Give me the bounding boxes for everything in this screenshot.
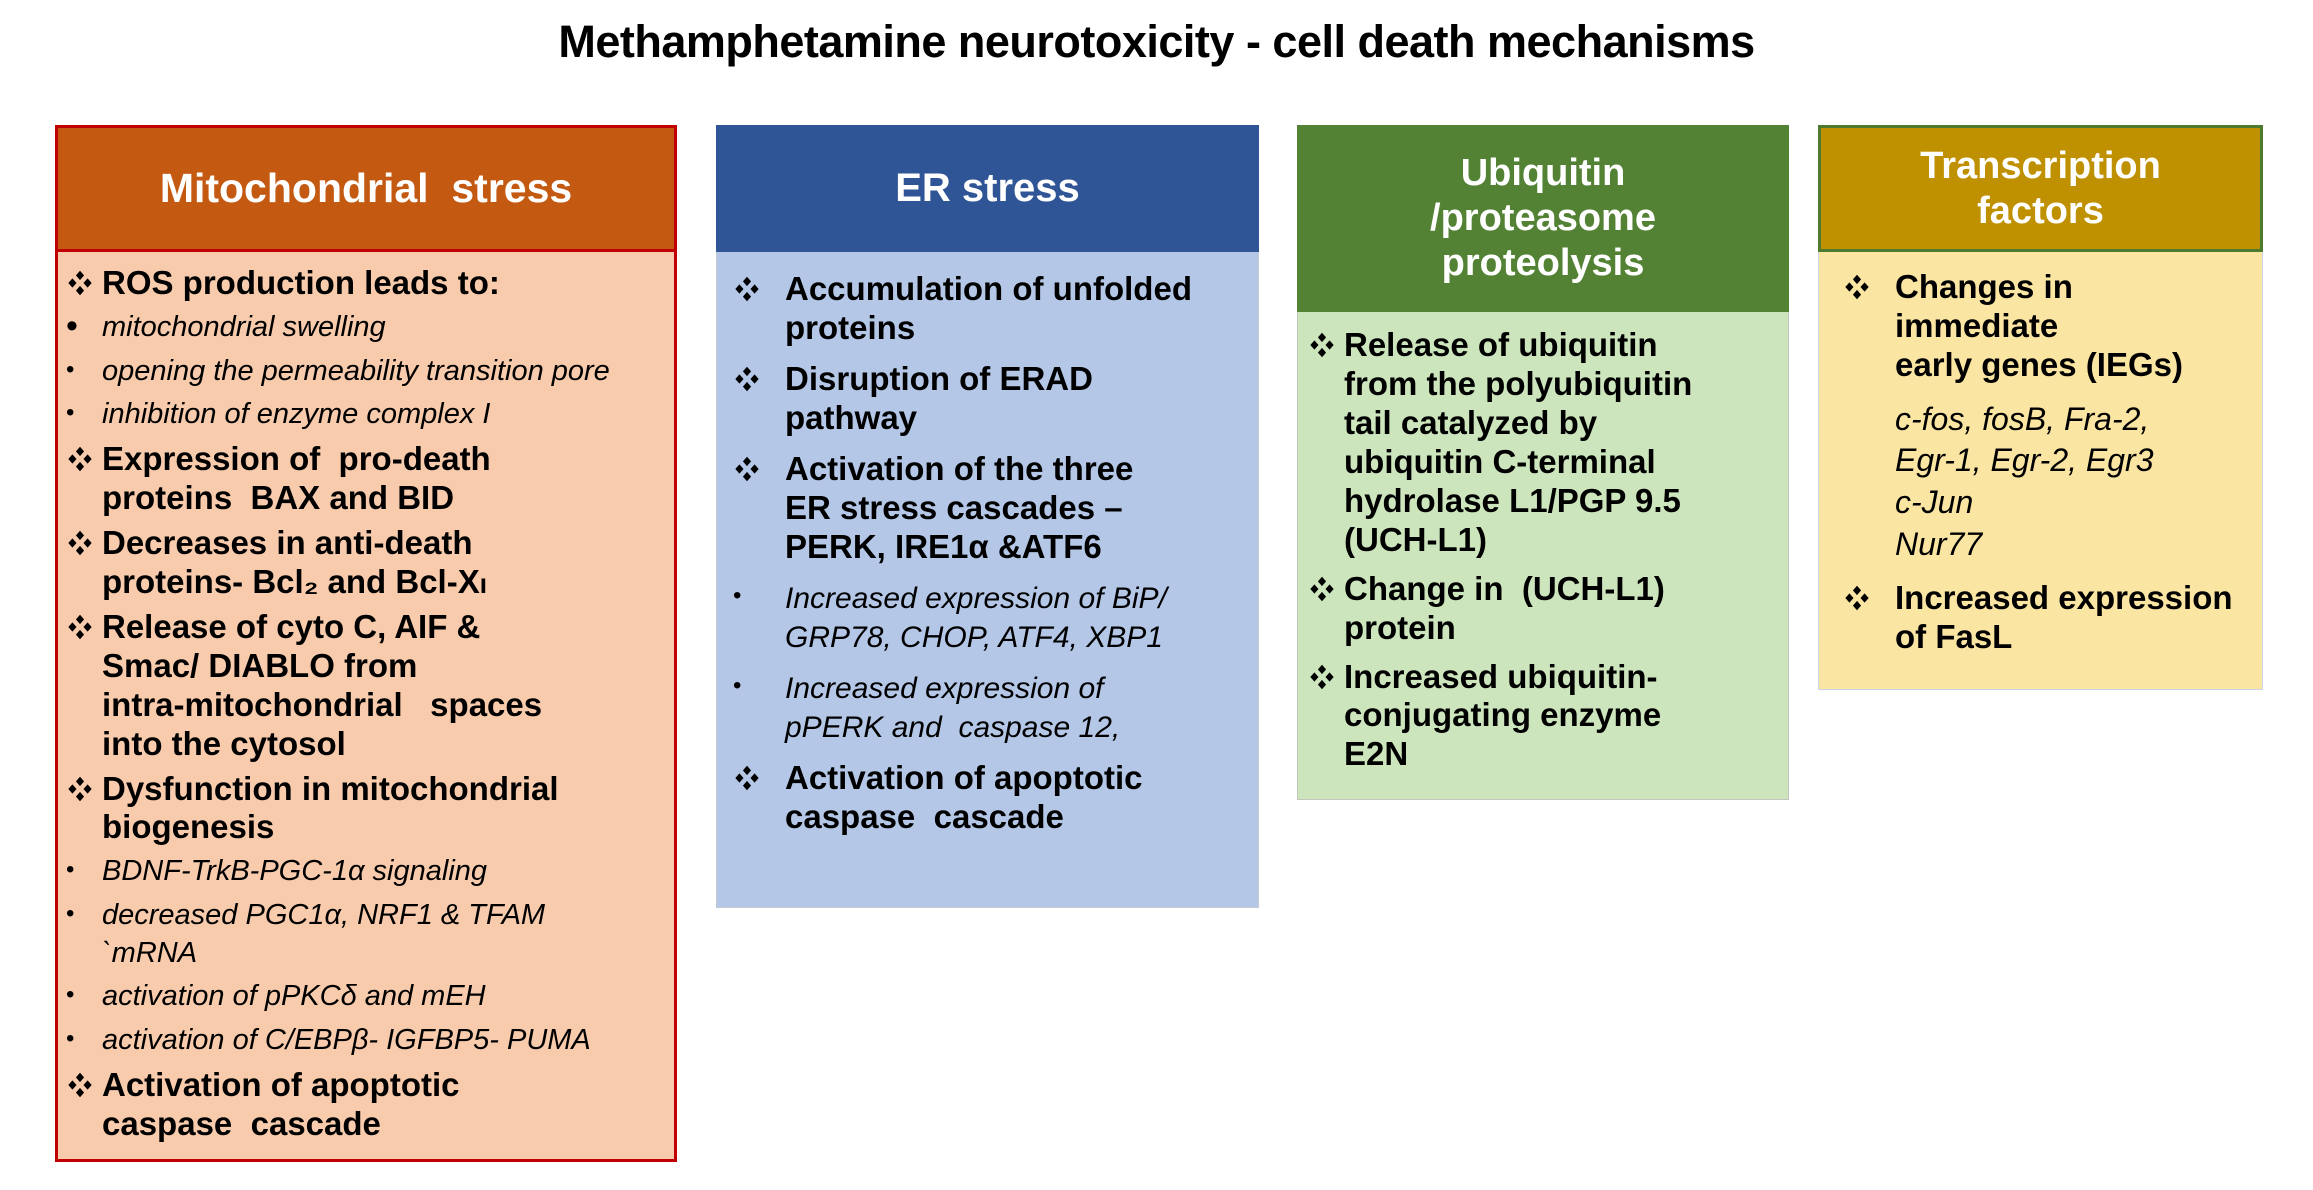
item-text: inhibition of enzyme complex I — [102, 398, 491, 431]
column-ubiquitin-proteasome: Ubiquitin /proteasome proteolysis Releas… — [1297, 125, 1789, 800]
item-text: Increased ubiquitin- conjugating enzyme … — [1344, 657, 1662, 773]
item-text: Increased expression of BiP/ GRP78, CHOP… — [785, 581, 1167, 654]
diamond-bullet-icon — [66, 524, 102, 557]
list-item: Disruption of ERAD pathway — [733, 360, 1252, 438]
list-item: Changes in immediate early genes (IEGs) — [1843, 268, 2258, 385]
list-item: ROS production leads to: — [66, 264, 670, 303]
column-body: Release of ubiquitin from the polyubiqui… — [1297, 312, 1789, 800]
item-text: Activation of apoptotic caspase cascade — [102, 1065, 460, 1142]
item-text: Increased expression of pPERK and caspas… — [785, 671, 1121, 744]
item-text: opening the permeability transition pore — [102, 354, 610, 387]
item-text: Disruption of ERAD pathway — [785, 359, 1093, 436]
item-text: Activation of the three ER stress cascad… — [785, 449, 1134, 565]
list-item: Accumulation of unfolded proteins — [733, 270, 1252, 348]
item-text: Release of cyto C, AIF & Smac/ DIABLO fr… — [102, 607, 543, 762]
diamond-bullet-icon — [733, 360, 785, 393]
item-text: Accumulation of unfolded proteins — [785, 270, 1192, 346]
column-er-stress: ER stress Accumulation of unfolded prote… — [716, 125, 1259, 908]
list-item: Decreases in anti-death proteins- Bcl₂ a… — [66, 524, 670, 602]
dot-bullet-icon — [733, 579, 785, 613]
column-body: Changes in immediate early genes (IEGs) … — [1818, 252, 2263, 690]
column-body: Accumulation of unfolded proteins Disrup… — [716, 252, 1259, 908]
diamond-bullet-icon — [66, 608, 102, 641]
column-header: Mitochondrial stress — [58, 128, 674, 252]
list-item: c-fos, fosB, Fra-2, Egr-1, Egr-2, Egr3 c… — [1843, 399, 2258, 565]
dot-bullet-icon — [66, 978, 102, 1012]
item-text: activation of pPKCδ and mEH — [102, 980, 486, 1013]
list-item: Change in (UCH-L1) protein — [1308, 570, 1784, 648]
diamond-bullet-icon — [733, 759, 785, 792]
diamond-bullet-icon — [1843, 579, 1895, 612]
list-item: Activation of apoptotic caspase cascade — [66, 1066, 670, 1144]
item-text: ROS production leads to: — [102, 264, 500, 301]
dot-bullet-icon — [733, 669, 785, 703]
item-text: mitochondrial swelling — [102, 310, 386, 343]
list-item: Release of ubiquitin from the polyubiqui… — [1308, 326, 1784, 560]
list-item: BDNF-TrkB-PGC-1α signaling — [66, 853, 670, 891]
column-header: ER stress — [716, 125, 1259, 252]
column-mitochondrial-stress: Mitochondrial stress ROS production lead… — [55, 125, 677, 1162]
dot-bullet-icon — [66, 853, 102, 887]
item-text: Expression of pro-death proteins BAX and… — [102, 440, 491, 516]
diamond-bullet-icon — [1308, 326, 1344, 359]
item-text: Release of ubiquitin from the polyubiqui… — [1344, 326, 1693, 558]
item-text: c-fos, fosB, Fra-2, Egr-1, Egr-2, Egr3 c… — [1895, 400, 2154, 562]
dot-bullet-icon — [66, 1022, 102, 1056]
diamond-bullet-icon — [1308, 658, 1344, 691]
list-item: Activation of the three ER stress cascad… — [733, 450, 1252, 567]
diamond-bullet-icon — [1308, 570, 1344, 603]
list-item: Increased expression of pPERK and caspas… — [733, 669, 1252, 747]
list-item: activation of C/EBPβ- IGFBP5- PUMA — [66, 1022, 670, 1060]
list-item: Increased expression of BiP/ GRP78, CHOP… — [733, 579, 1252, 657]
column-header: Transcription factors — [1818, 125, 2263, 252]
dot-bullet-icon — [66, 897, 102, 931]
list-item: inhibition of enzyme complex I — [66, 396, 670, 434]
column-header-label: Ubiquitin /proteasome proteolysis — [1430, 152, 1656, 284]
list-item: decreased PGC1α, NRF1 & TFAM `mRNA — [66, 897, 670, 972]
list-item: Expression of pro-death proteins BAX and… — [66, 440, 670, 518]
column-header-label: Transcription factors — [1920, 144, 2161, 232]
item-text: BDNF-TrkB-PGC-1α signaling — [102, 855, 488, 888]
diamond-bullet-icon — [733, 450, 785, 483]
list-item: Increased ubiquitin- conjugating enzyme … — [1308, 658, 1784, 775]
dot-bullet-icon — [66, 309, 102, 343]
diamond-bullet-icon — [733, 270, 785, 303]
column-body: ROS production leads to: mitochondrial s… — [58, 252, 674, 1144]
item-text: Dysfunction in mitochondrial biogenesis — [102, 769, 559, 846]
item-text: activation of C/EBPβ- IGFBP5- PUMA — [102, 1024, 591, 1057]
diamond-bullet-icon — [66, 770, 102, 803]
diamond-bullet-icon — [66, 440, 102, 473]
item-text: decreased PGC1α, NRF1 & TFAM `mRNA — [102, 899, 546, 969]
list-item: Release of cyto C, AIF & Smac/ DIABLO fr… — [66, 608, 670, 764]
page-title: Methamphetamine neurotoxicity - cell dea… — [558, 16, 1755, 67]
dot-bullet-icon — [66, 396, 102, 430]
column-header-label: Mitochondrial stress — [159, 165, 573, 212]
diamond-bullet-icon — [66, 1066, 102, 1099]
dot-bullet-icon — [66, 353, 102, 387]
column-header: Ubiquitin /proteasome proteolysis — [1297, 125, 1789, 312]
item-text: Change in (UCH-L1) protein — [1344, 569, 1665, 646]
item-text: Decreases in anti-death proteins- Bcl₂ a… — [102, 523, 487, 600]
diamond-bullet-icon — [1843, 268, 1895, 301]
list-item: mitochondrial swelling — [66, 309, 670, 347]
list-item: Activation of apoptotic caspase cascade — [733, 759, 1252, 837]
list-item: Dysfunction in mitochondrial biogenesis — [66, 770, 670, 848]
list-item: opening the permeability transition pore — [66, 353, 670, 391]
item-text: Increased expression of FasL — [1895, 579, 2233, 656]
list-item: Increased expression of FasL — [1843, 579, 2258, 657]
list-item: activation of pPKCδ and mEH — [66, 978, 670, 1016]
item-text: Activation of apoptotic caspase cascade — [785, 758, 1143, 835]
column-transcription-factors: Transcription factors Changes in immedia… — [1818, 125, 2263, 690]
column-header-label: ER stress — [895, 165, 1080, 210]
item-text: Changes in immediate early genes (IEGs) — [1895, 268, 2183, 383]
diamond-bullet-icon — [66, 264, 102, 297]
